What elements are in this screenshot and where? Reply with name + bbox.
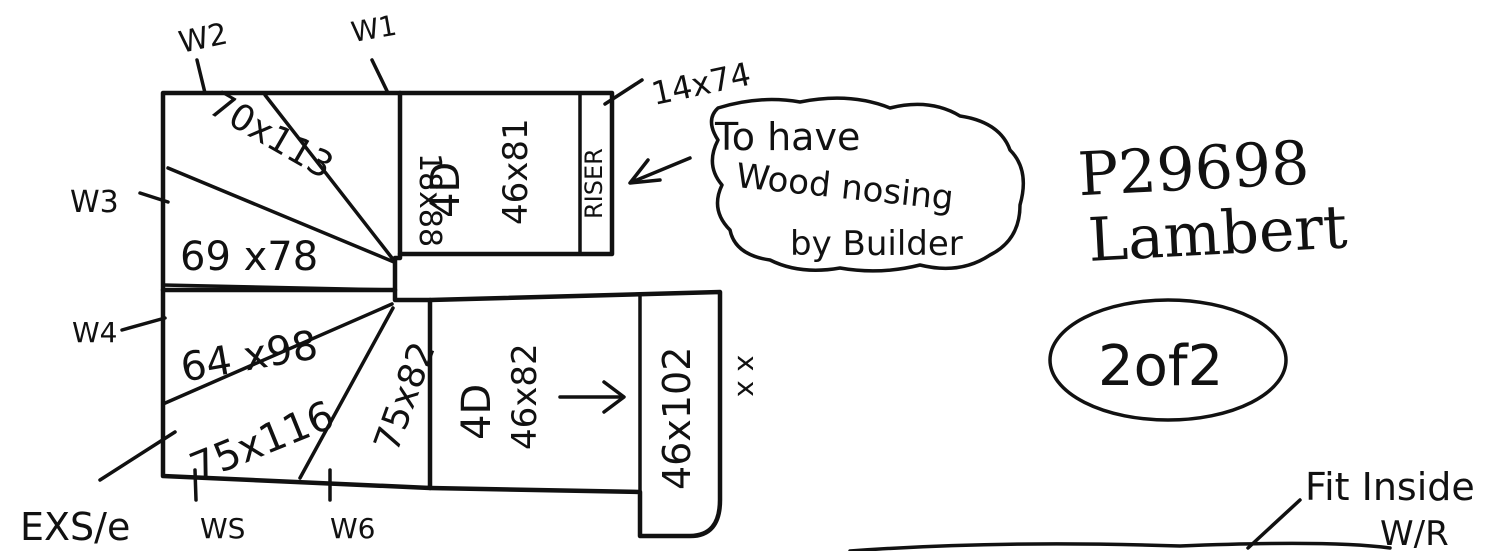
tread-64x98: 64 x98 [177,322,321,391]
tread-75x116: 75x116 [184,392,341,491]
job-ref: P29698 [1076,128,1311,210]
nosing-line-1: To have [714,115,860,159]
upper-flight-size: 46x81 [496,118,536,225]
label-w4: W4 [72,316,118,349]
job-name: Lambert [1086,192,1349,275]
lower-flight-count: 4D [454,384,500,440]
upper-flight-count: 4D [423,162,469,218]
label-exsle: EXS/e [20,505,130,549]
nosing-line-2: Wood nosing [734,156,955,219]
lower-flight-size: 46x82 [505,343,545,450]
upper-flight-block [397,90,615,257]
label-w6: W6 [330,512,376,545]
fit-inside-line-1: Fit Inside [1305,465,1475,509]
tread-70x113: 70x113 [202,84,340,187]
landing-size: 46x102 [655,347,699,490]
lower-winder-block [160,287,433,491]
label-w1: W1 [349,9,400,49]
x-marks: x x [731,355,764,397]
nosing-line-3: by Builder [790,224,963,264]
tread-69x78: 69 x78 [180,234,318,280]
lower-flight-block [427,289,723,539]
nosing-cloud [628,96,1026,273]
sheet-number: 2of2 [1098,334,1223,399]
tread-18x88: 18x88 [412,153,447,247]
label-w3: W3 [70,185,119,220]
winder-leaders [98,58,644,502]
label-w5: WS [200,512,245,545]
fit-inside-leader [848,498,1392,551]
riser-label: RISER [580,148,608,219]
fit-inside-line-2: W/R [1380,514,1449,551]
label-w2: W2 [176,16,231,60]
sheet-ellipse [1048,298,1288,422]
